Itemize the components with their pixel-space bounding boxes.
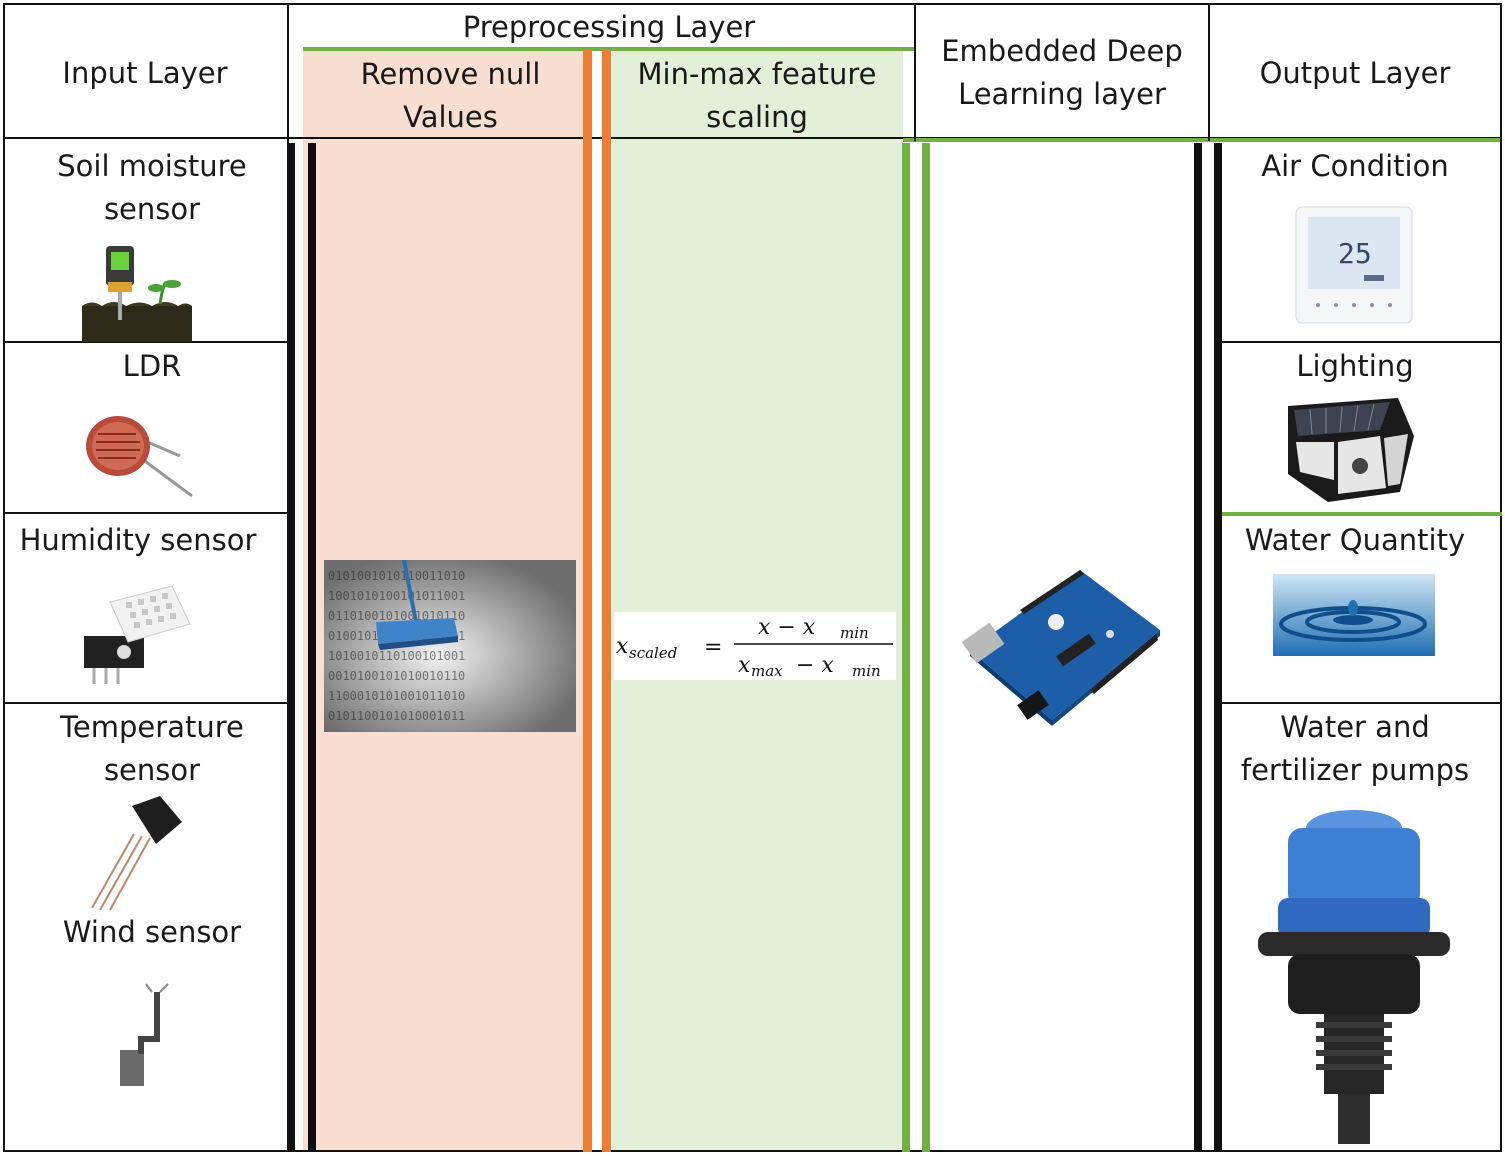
- ldr-sensor-image: [86, 416, 193, 498]
- data-cleaning-image: 0101001010110011010 1001010100101011001 …: [324, 560, 576, 732]
- formula-denominator-b: − x: [796, 653, 834, 678]
- svg-text:=: =: [704, 635, 722, 660]
- output-row-divider-2: [1222, 512, 1502, 516]
- header-minmax-scaling: Min-max feature scaling: [637, 57, 877, 134]
- formula-denominator-a-sub: max: [751, 662, 783, 680]
- thermostat-display: 25: [1338, 237, 1372, 270]
- frame-bottom: [3, 1150, 1502, 1152]
- sep-green-2: [922, 143, 930, 1152]
- minmax-column-bg: [612, 50, 903, 1152]
- input-humidity-label: Humidity sensor: [19, 523, 257, 557]
- solar-light-image: [1288, 398, 1414, 502]
- sep-green-1: [902, 143, 910, 1152]
- wind-sensor-image: [120, 983, 169, 1086]
- svg-text:1100010101001011010: 1100010101001011010: [328, 689, 465, 703]
- input-ldr-label: LDR: [122, 349, 182, 383]
- embedded-header-underline: [903, 138, 1500, 142]
- formula-numerator: x − x: [758, 615, 816, 640]
- header-output-layer: Output Layer: [1259, 56, 1451, 90]
- header-input-layer: Input Layer: [62, 56, 228, 90]
- header-divider: [3, 137, 1502, 139]
- frame-left: [3, 3, 5, 1152]
- formula-lhs-sub: scaled: [629, 644, 677, 662]
- svg-text:0010100101010010110: 0010100101010010110: [328, 669, 465, 683]
- input-soil-moisture-label: Soil moisture sensor: [57, 149, 247, 226]
- formula-lhs: x: [616, 634, 629, 659]
- soil-moisture-sensor-image: [82, 246, 192, 342]
- header-embedded-deep-learning: Embedded Deep Learning layer: [941, 34, 1183, 111]
- output-row-divider-3: [1222, 702, 1502, 704]
- input-row-divider-1: [3, 341, 289, 343]
- minmax-formula: x scaled = x − x min x max − x min: [614, 612, 896, 680]
- header-remove-null: Remove null Values: [360, 57, 541, 134]
- humidity-sensor-image: [84, 585, 191, 684]
- svg-text:1001010100101011001: 1001010100101011001: [328, 589, 465, 603]
- dosing-pump-image: [1258, 810, 1450, 1144]
- output-pumps-label: Water and fertilizer pumps: [1240, 710, 1470, 787]
- frame-right: [1500, 3, 1502, 1152]
- arduino-board-image: [961, 570, 1160, 726]
- formula-denominator-a: x: [738, 653, 751, 678]
- output-lighting-label: Lighting: [1296, 349, 1414, 383]
- frame-top: [3, 3, 1502, 5]
- input-temperature-label: Temperature sensor: [60, 710, 244, 787]
- output-row-divider-1: [1222, 341, 1502, 343]
- svg-text:0101001010110011010: 0101001010110011010: [328, 569, 465, 583]
- sep-black-1: [287, 143, 295, 1152]
- sep-black-2: [308, 143, 316, 1152]
- svg-text:0101100101010001011: 0101100101010001011: [328, 709, 465, 723]
- input-row-divider-2: [3, 512, 289, 514]
- output-water-quantity-label: Water Quantity: [1244, 523, 1466, 557]
- input-row-divider-3: [3, 702, 289, 704]
- sep-orange-1: [583, 50, 592, 1152]
- sep-black-4: [1214, 143, 1222, 1152]
- col-divider-embedded-output: [1208, 3, 1210, 141]
- thermostat-image: 25: [1295, 206, 1413, 324]
- sep-black-3: [1194, 143, 1202, 1152]
- header-preprocessing-layer: Preprocessing Layer: [462, 10, 756, 44]
- col-divider-preproc-embedded: [914, 3, 916, 141]
- input-wind-label: Wind sensor: [62, 915, 242, 949]
- temperature-sensor-image: [91, 796, 182, 911]
- svg-text:1010010110100101001: 1010010110100101001: [328, 649, 465, 663]
- sep-orange-2: [602, 50, 611, 1152]
- output-air-condition-label: Air Condition: [1261, 149, 1449, 183]
- formula-denominator-b-sub: min: [852, 662, 881, 680]
- preprocessing-underline: [303, 47, 915, 51]
- formula-numerator-sub: min: [840, 624, 869, 642]
- water-drop-image: [1273, 574, 1435, 656]
